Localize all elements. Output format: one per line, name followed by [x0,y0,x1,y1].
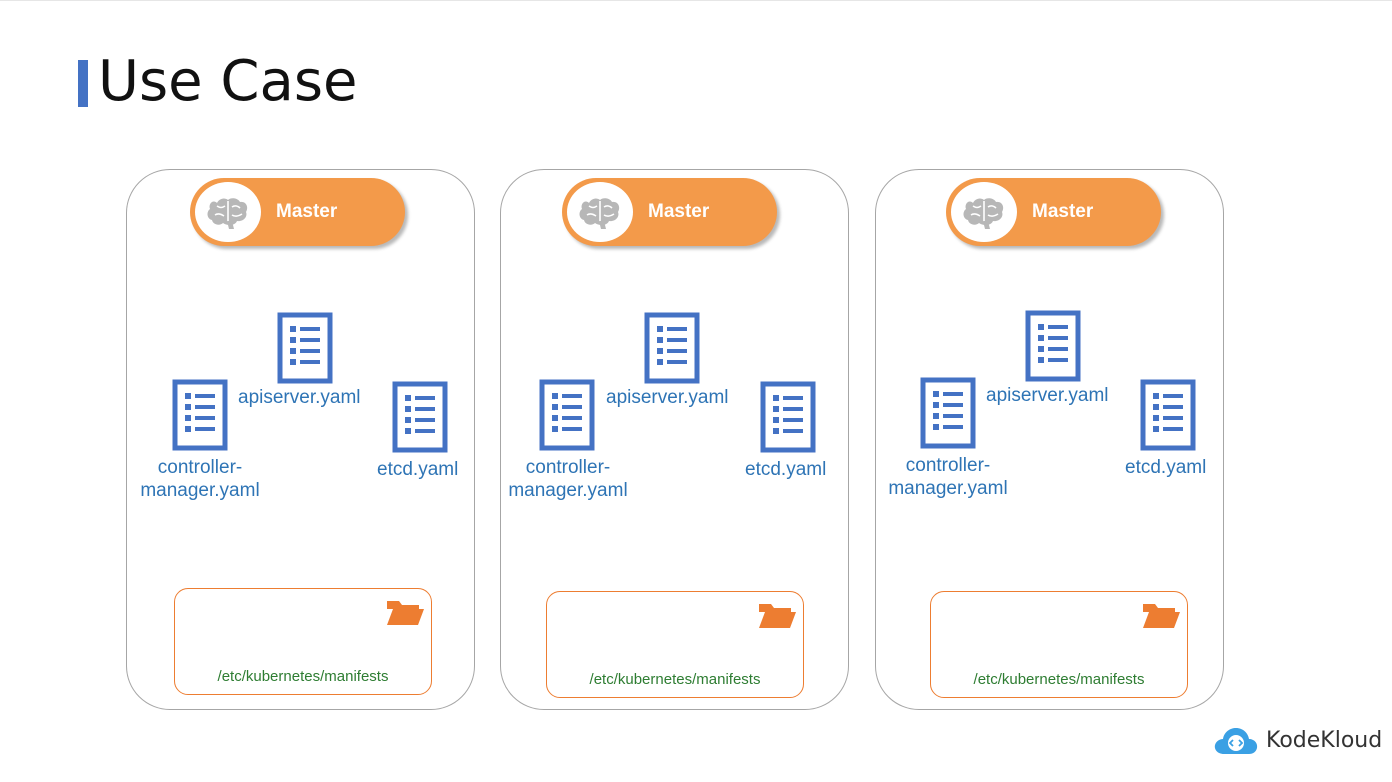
master-badge: Master [190,178,405,246]
apiserver-file-icon [644,312,700,384]
master-node-2: Master apiserver.yaml controller- manage… [500,169,849,710]
etcd-file-icon [392,381,448,453]
master-icon-circle [567,182,633,242]
manifests-folder: /etc/kubernetes/manifests [546,591,804,698]
controller-manager-label: controller- manager.yaml [501,456,635,502]
etcd-label: etcd.yaml [745,459,827,480]
master-badge: Master [946,178,1161,246]
master-label: Master [1032,201,1094,222]
brain-icon [963,198,1004,229]
master-icon-circle [951,182,1017,242]
folder-path-label: /etc/kubernetes/manifests [589,671,761,688]
master-icon-circle [195,182,261,242]
master-node-3: Master apiserver.yaml controller- manage… [875,169,1224,710]
etcd-file-icon [1140,379,1196,451]
folder-path-label: /etc/kubernetes/manifests [973,671,1145,688]
apiserver-label: apiserver.yaml [238,387,361,408]
master-badge: Master [562,178,777,246]
folder-open-icon [759,604,796,628]
slide-title: Use Case [98,49,358,114]
apiserver-file-icon [277,312,333,384]
controller-manager-label: controller- manager.yaml [133,456,267,502]
brand-name: KodeKloud [1266,728,1383,753]
top-divider [0,0,1392,1]
etcd-file-icon [760,381,816,453]
folder-path-label: /etc/kubernetes/manifests [217,668,389,685]
controller-label-line1: controller- [525,457,611,478]
folder-open-icon [1143,604,1180,628]
apiserver-label: apiserver.yaml [986,385,1109,406]
master-label: Master [276,201,338,222]
folder-open-icon [387,601,424,625]
manifests-folder: /etc/kubernetes/manifests [930,591,1188,698]
brain-icon [579,198,620,229]
cloud-code-icon [1214,728,1258,754]
controller-manager-file-icon [172,379,228,451]
master-label: Master [648,201,710,222]
title-accent-bar [78,60,88,107]
controller-manager-label: controller- manager.yaml [881,454,1015,500]
apiserver-file-icon [1025,310,1081,382]
controller-label-line2: manager.yaml [140,480,260,501]
apiserver-label: apiserver.yaml [606,387,729,408]
controller-manager-file-icon [920,377,976,449]
manifests-folder: /etc/kubernetes/manifests [174,588,432,695]
controller-manager-file-icon [539,379,595,451]
brain-icon [207,198,248,229]
controller-label-line1: controller- [157,457,243,478]
etcd-label: etcd.yaml [1125,457,1207,478]
controller-label-line2: manager.yaml [508,480,628,501]
controller-label-line1: controller- [905,455,991,476]
master-node-1: Master apiserver.yaml controller- manage… [126,169,475,710]
controller-label-line2: manager.yaml [888,478,1008,499]
etcd-label: etcd.yaml [377,459,459,480]
